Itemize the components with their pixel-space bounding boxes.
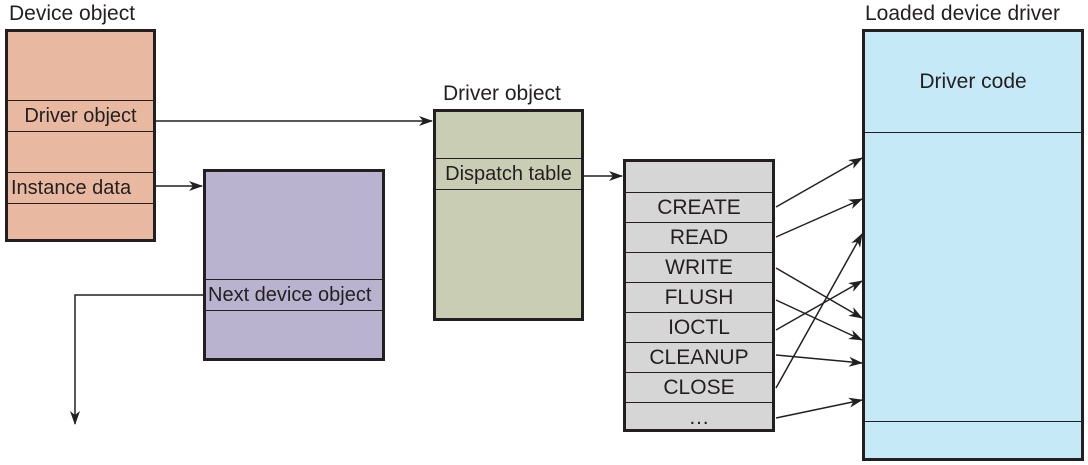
driver-object-box: Dispatch table	[433, 109, 584, 321]
arrow-ioctl-to-code	[775, 280, 863, 331]
arrow-read-to-code	[775, 198, 863, 238]
dispatch-entry-more: …	[688, 405, 710, 429]
dispatch-table-field: Dispatch table	[436, 158, 581, 190]
dispatch-entry-ioctl: IOCTL	[626, 313, 772, 343]
loaded-driver-title: Loaded device driver	[865, 2, 1060, 25]
dispatch-entry-write: WRITE	[626, 253, 772, 283]
next-device-object-box: Next device object	[203, 169, 385, 361]
dispatch-entry-close: CLOSE	[626, 373, 772, 403]
dispatch-table-field-label: Dispatch table	[445, 162, 572, 185]
driver-footer-divider	[865, 421, 1081, 422]
dispatch-entry-cleanup: CLEANUP	[626, 343, 772, 373]
device-object-instance-field: Instance data	[8, 172, 153, 204]
dispatch-entry-flush: FLUSH	[626, 283, 772, 313]
dispatch-entry-create: CREATE	[626, 193, 772, 223]
driver-object-field-label: Driver object	[24, 104, 137, 127]
next-device-object-label: Next device object	[208, 283, 372, 306]
arrow-flush-to-code	[775, 299, 863, 341]
arrow-close-to-code	[775, 233, 863, 389]
driver-code-section: Driver code	[865, 32, 1081, 133]
arrow-create-to-code	[775, 157, 863, 208]
dispatch-entry-read: READ	[626, 223, 772, 253]
arrow-write-to-code	[775, 267, 863, 319]
device-object-box: Driver object Instance data	[5, 29, 156, 242]
driver-code-label: Driver code	[919, 70, 1027, 93]
next-device-object-field: Next device object	[206, 279, 382, 311]
arrow-next-device-chain	[70, 294, 204, 425]
device-object-driver-field: Driver object	[8, 100, 153, 132]
instance-data-field-label: Instance data	[11, 176, 132, 199]
dispatch-table-header-row	[626, 162, 772, 193]
dispatch-table-box: CREATE READ WRITE FLUSH IOCTL CLEANUP CL…	[623, 159, 775, 432]
arrow-more-to-code	[775, 397, 863, 419]
driver-object-title: Driver object	[443, 82, 561, 105]
device-object-title: Device object	[9, 2, 136, 25]
loaded-driver-box: Driver code	[862, 29, 1084, 461]
arrow-cleanup-to-code	[775, 354, 863, 367]
